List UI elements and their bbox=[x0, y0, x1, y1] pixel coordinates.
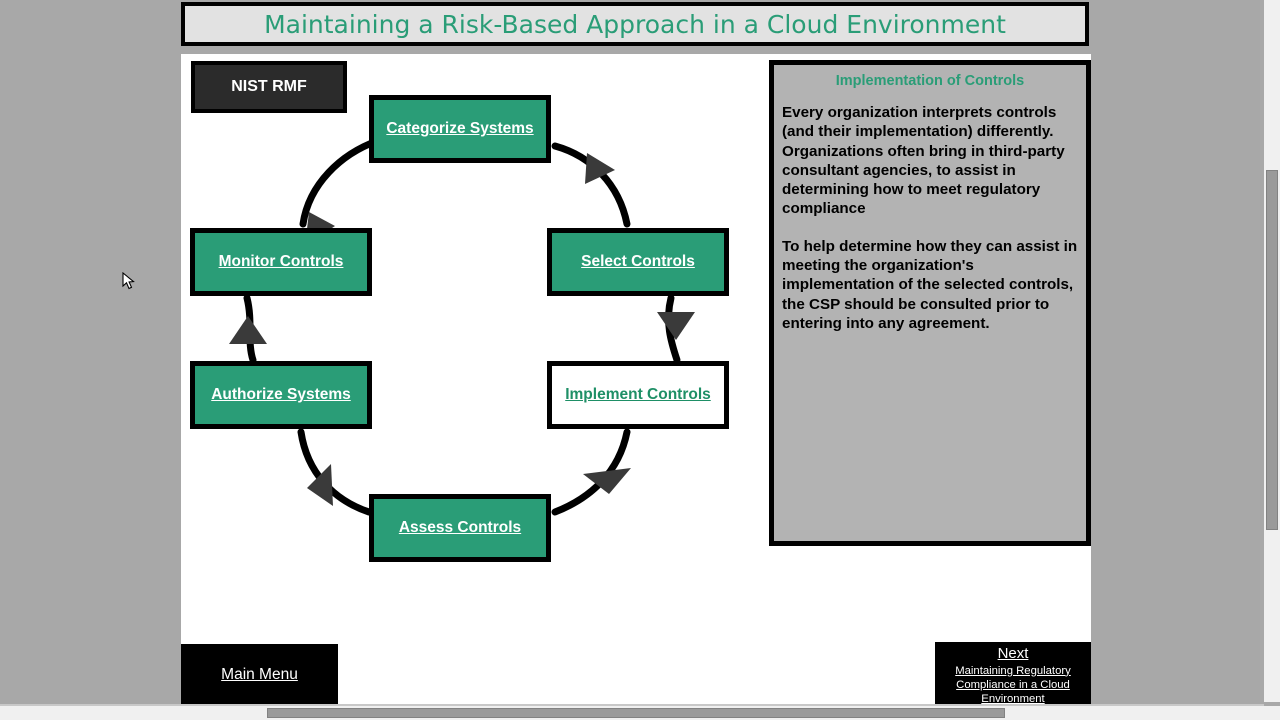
node-implement-label: Implement Controls bbox=[565, 386, 711, 403]
node-authorize-label: Authorize Systems bbox=[211, 386, 351, 403]
mouse-cursor bbox=[122, 272, 135, 290]
main-menu-button[interactable]: Main Menu bbox=[181, 644, 338, 706]
node-select-label: Select Controls bbox=[581, 253, 695, 270]
nist-rmf-label: NIST RMF bbox=[231, 78, 307, 95]
node-assess-controls[interactable]: Assess Controls bbox=[369, 494, 551, 562]
implementation-info-panel: Implementation of Controls Every organiz… bbox=[769, 60, 1091, 546]
node-monitor-label: Monitor Controls bbox=[218, 253, 344, 270]
diagram-connectors bbox=[229, 137, 695, 516]
next-label: Next bbox=[997, 644, 1029, 662]
next-subtitle: Maintaining Regulatory Compliance in a C… bbox=[955, 664, 1071, 705]
arrowhead-assess-to-authorize bbox=[307, 464, 333, 506]
node-select-controls[interactable]: Select Controls bbox=[547, 228, 729, 296]
slide-body: NIST RMF Categorize Systems Select Contr… bbox=[181, 54, 1091, 706]
main-menu-label: Main Menu bbox=[221, 666, 298, 683]
node-categorize-systems[interactable]: Categorize Systems bbox=[369, 95, 551, 163]
node-authorize-systems[interactable]: Authorize Systems bbox=[190, 361, 372, 429]
arrowhead-categorize-to-select bbox=[585, 153, 615, 184]
horizontal-scrollbar-thumb[interactable] bbox=[267, 708, 1005, 718]
info-paragraph-2: To help determine how they can assist in… bbox=[782, 237, 1078, 332]
connector-select-to-implement bbox=[665, 294, 681, 364]
node-implement-controls[interactable]: Implement Controls bbox=[547, 361, 729, 429]
slide-canvas: Maintaining a Risk-Based Approach in a C… bbox=[181, 0, 1093, 708]
vertical-scrollbar[interactable] bbox=[1264, 0, 1280, 702]
horizontal-scrollbar[interactable] bbox=[0, 706, 1264, 720]
connector-assess-to-authorize bbox=[297, 428, 373, 516]
scrollbar-corner bbox=[1264, 706, 1280, 720]
arrowhead-implement-to-assess bbox=[583, 468, 631, 494]
connector-monitor-to-categorize bbox=[299, 137, 381, 228]
rmf-cycle-diagram: NIST RMF Categorize Systems Select Contr… bbox=[181, 54, 761, 654]
scroll-divider bbox=[0, 704, 1264, 706]
node-assess-label: Assess Controls bbox=[398, 519, 522, 536]
slide-title-box: Maintaining a Risk-Based Approach in a C… bbox=[181, 2, 1089, 46]
arrowhead-authorize-to-monitor bbox=[229, 316, 267, 344]
arrowhead-select-to-implement bbox=[657, 312, 695, 340]
page-title: Maintaining a Risk-Based Approach in a C… bbox=[264, 9, 1006, 39]
next-button[interactable]: Next Maintaining Regulatory Compliance i… bbox=[935, 642, 1091, 706]
nist-rmf-badge: NIST RMF bbox=[191, 61, 347, 113]
info-panel-heading: Implementation of Controls bbox=[835, 73, 1025, 89]
info-paragraph-1: Every organization interprets controls (… bbox=[782, 104, 1065, 218]
node-monitor-controls[interactable]: Monitor Controls bbox=[190, 228, 372, 296]
node-categorize-label: Categorize Systems bbox=[386, 120, 534, 137]
vertical-scrollbar-thumb[interactable] bbox=[1266, 170, 1278, 530]
